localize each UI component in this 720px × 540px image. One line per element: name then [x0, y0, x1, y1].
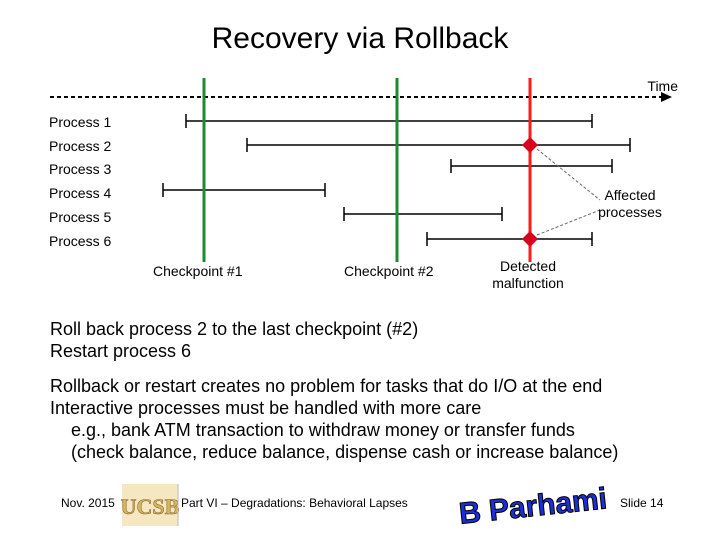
process-2-label: Process 2	[49, 138, 112, 154]
affected-marker-process-6	[522, 231, 538, 247]
process-4-timeline	[162, 183, 326, 197]
checkpoint-1-label: Checkpoint #1	[153, 263, 243, 279]
malfunction-label-line-2: malfunction	[492, 275, 564, 291]
note-line-5: e.g., bank ATM transaction to withdraw m…	[71, 420, 575, 440]
process-5-timeline	[343, 207, 503, 221]
affected-callout-line-2	[536, 209, 601, 236]
rollback-notes: Roll back process 2 to the last checkpoi…	[50, 318, 418, 362]
process-6-timeline	[426, 232, 593, 246]
process-5-label: Process 5	[49, 209, 112, 225]
malfunction-label: Detected malfunction	[478, 258, 578, 292]
time-label: Time	[647, 78, 678, 94]
io-notes: Rollback or restart creates no problem f…	[50, 375, 618, 463]
slide-number: Slide 14	[620, 496, 664, 510]
note-line-3: Rollback or restart creates no problem f…	[50, 376, 603, 396]
affected-processes-label: Affected processes	[585, 187, 675, 221]
affected-label-line-2: processes	[598, 204, 662, 220]
process-1-label: Process 1	[49, 114, 112, 130]
note-line-1: Roll back process 2 to the last checkpoi…	[50, 319, 419, 339]
affected-callout-line-1	[536, 148, 601, 201]
note-line-4: Interactive processes must be handled wi…	[50, 398, 482, 418]
process-2-timeline	[246, 138, 631, 152]
affected-marker-process-2	[522, 137, 538, 153]
footer-course-title: Part VI – Degradations: Behavioral Lapse…	[181, 496, 408, 510]
malfunction-label-line-1: Detected	[499, 258, 557, 274]
checkpoint-2-label: Checkpoint #2	[344, 263, 434, 279]
process-1-timeline	[185, 114, 593, 128]
note-line-2: Restart process 6	[50, 341, 192, 361]
time-arrow-head	[661, 92, 672, 102]
affected-label-line-1: Affected	[604, 187, 656, 203]
slide-title: Recovery via Rollback	[211, 22, 509, 55]
process-3-label: Process 3	[49, 161, 112, 177]
process-6-label: Process 6	[49, 233, 112, 249]
footer-date: Nov. 2015	[61, 496, 115, 510]
note-line-6: (check balance, reduce balance, dispense…	[71, 442, 619, 462]
process-4-label: Process 4	[49, 185, 112, 201]
